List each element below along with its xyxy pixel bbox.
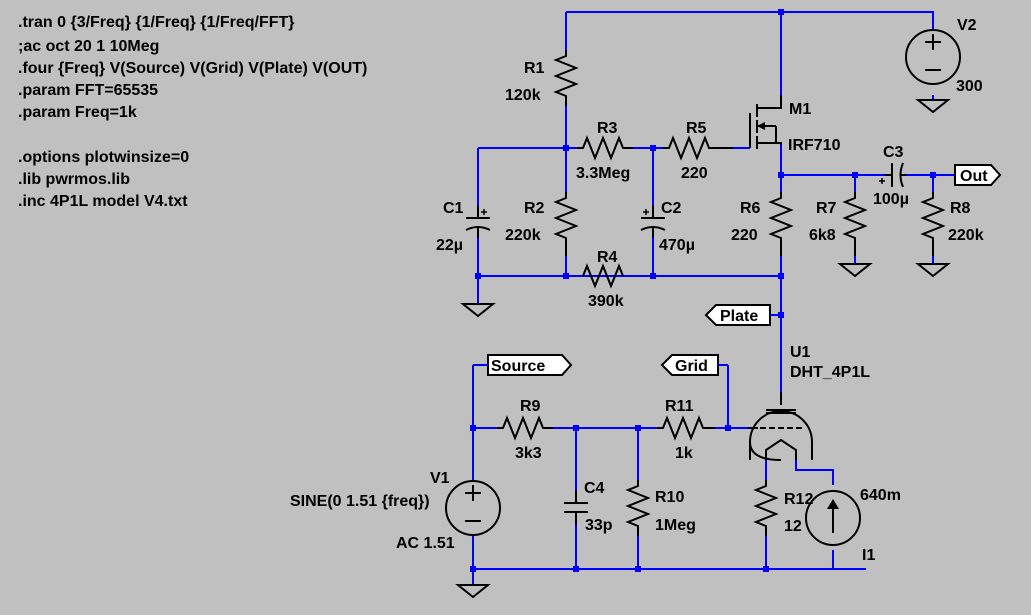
resistor-r1[interactable]: R1 120k: [505, 50, 579, 106]
ground-v1: [455, 584, 491, 599]
svg-text:C3: C3: [883, 144, 904, 161]
svg-text:Grid: Grid: [675, 358, 708, 375]
svg-text:22µ: 22µ: [436, 237, 463, 254]
svg-text:Source: Source: [491, 358, 545, 375]
directive-inc[interactable]: .inc 4P1L model V4.txt: [18, 193, 188, 210]
junctions: [470, 9, 936, 572]
svg-text:M1: M1: [789, 101, 811, 118]
svg-text:R8: R8: [950, 200, 971, 217]
svg-text:R12: R12: [784, 491, 813, 508]
svg-text:SINE(0 1.51 {freq}): SINE(0 1.51 {freq}): [290, 493, 430, 510]
resistor-r6[interactable]: R6 220: [731, 192, 794, 256]
svg-text:I1: I1: [862, 547, 875, 564]
svg-text:300: 300: [956, 78, 983, 95]
svg-text:R2: R2: [524, 200, 545, 217]
svg-text:IRF710: IRF710: [788, 137, 841, 154]
resistor-r12[interactable]: R12 12: [753, 480, 813, 536]
svg-text:3.3Meg: 3.3Meg: [576, 165, 630, 182]
svg-text:R5: R5: [686, 120, 707, 137]
ground-v2: [915, 99, 951, 114]
resistor-r5[interactable]: R5 220: [663, 120, 733, 182]
ground-symbols: [455, 99, 951, 599]
svg-text:V1: V1: [430, 470, 450, 487]
resistor-r7[interactable]: R7 6k8: [809, 192, 868, 256]
resistor-r3[interactable]: R3 3.3Meg: [576, 120, 633, 182]
svg-text:220k: 220k: [948, 227, 984, 244]
svg-text:470µ: 470µ: [659, 237, 695, 254]
svg-text:Out: Out: [960, 168, 988, 185]
net-label-out[interactable]: Out: [954, 164, 1002, 186]
resistor-r9[interactable]: R9 3k3: [497, 398, 553, 462]
svg-text:100µ: 100µ: [873, 191, 909, 208]
svg-text:390k: 390k: [588, 293, 624, 310]
directive-options[interactable]: .options plotwinsize=0: [18, 149, 189, 166]
svg-text:3k3: 3k3: [515, 445, 542, 462]
ground-r7: [837, 263, 873, 278]
net-label-source[interactable]: Source: [473, 354, 573, 376]
capacitor-c3[interactable]: C3 100µ: [873, 144, 909, 208]
svg-text:AC 1.51: AC 1.51: [396, 535, 455, 552]
svg-text:R10: R10: [655, 489, 684, 506]
svg-text:33p: 33p: [585, 517, 613, 534]
resistor-r11[interactable]: R11 1k: [657, 398, 715, 462]
current-source-i1[interactable]: 640m I1: [805, 487, 901, 564]
svg-text:220: 220: [731, 227, 758, 244]
resistor-r8[interactable]: R8 220k: [920, 192, 984, 256]
directive-param-fft[interactable]: .param FFT=65535: [18, 82, 158, 99]
svg-text:R7: R7: [816, 200, 837, 217]
ground-r8: [915, 263, 951, 278]
directive-lib[interactable]: .lib pwrmos.lib: [18, 171, 130, 188]
svg-text:220k: 220k: [505, 227, 541, 244]
svg-text:R1: R1: [524, 60, 545, 77]
svg-text:C1: C1: [443, 200, 464, 217]
svg-text:R3: R3: [597, 120, 618, 137]
svg-text:220: 220: [681, 165, 708, 182]
triode-u1[interactable]: U1 DHT_4P1L: [748, 344, 870, 461]
svg-text:V2: V2: [957, 17, 977, 34]
spice-directives: .tran 0 {3/Freq} {1/Freq} {1/Freq/FFT} ;…: [18, 14, 367, 210]
svg-text:12: 12: [784, 518, 802, 535]
resistor-r10[interactable]: R10 1Meg: [625, 480, 696, 536]
voltage-source-v1[interactable]: V1 SINE(0 1.51 {freq}) AC 1.51: [290, 470, 501, 552]
svg-text:R4: R4: [597, 249, 618, 266]
directive-param-freq[interactable]: .param Freq=1k: [18, 104, 137, 121]
svg-text:C4: C4: [584, 480, 605, 497]
svg-text:R6: R6: [740, 200, 761, 217]
svg-text:Plate: Plate: [720, 308, 758, 325]
directive-ac[interactable]: ;ac oct 20 1 10Meg: [18, 38, 159, 55]
net-label-grid[interactable]: Grid: [660, 354, 728, 376]
resistor-r2[interactable]: R2 220k: [505, 192, 579, 256]
svg-text:120k: 120k: [505, 87, 541, 104]
svg-text:R11: R11: [665, 398, 694, 415]
svg-text:6k8: 6k8: [809, 227, 836, 244]
svg-text:1k: 1k: [675, 445, 693, 462]
resistor-r4[interactable]: R4 390k: [582, 249, 624, 310]
net-label-plate[interactable]: Plate: [704, 304, 781, 326]
svg-text:DHT_4P1L: DHT_4P1L: [790, 364, 870, 381]
svg-text:U1: U1: [790, 344, 811, 361]
svg-text:1Meg: 1Meg: [655, 517, 696, 534]
svg-text:R9: R9: [520, 398, 541, 415]
ground-c1: [460, 303, 496, 318]
capacitor-c2[interactable]: C2 470µ: [640, 200, 695, 254]
directive-tran[interactable]: .tran 0 {3/Freq} {1/Freq} {1/Freq/FFT}: [18, 14, 295, 31]
svg-text:640m: 640m: [860, 487, 901, 504]
capacitor-c1[interactable]: C1 22µ: [436, 200, 491, 254]
mosfet-m1[interactable]: M1 IRF710: [749, 95, 841, 154]
directive-four[interactable]: .four {Freq} V(Source) V(Grid) V(Plate) …: [18, 60, 367, 77]
svg-text:C2: C2: [661, 200, 682, 217]
capacitor-c4[interactable]: C4 33p: [564, 480, 613, 534]
voltage-source-v2[interactable]: V2 300: [905, 17, 983, 95]
